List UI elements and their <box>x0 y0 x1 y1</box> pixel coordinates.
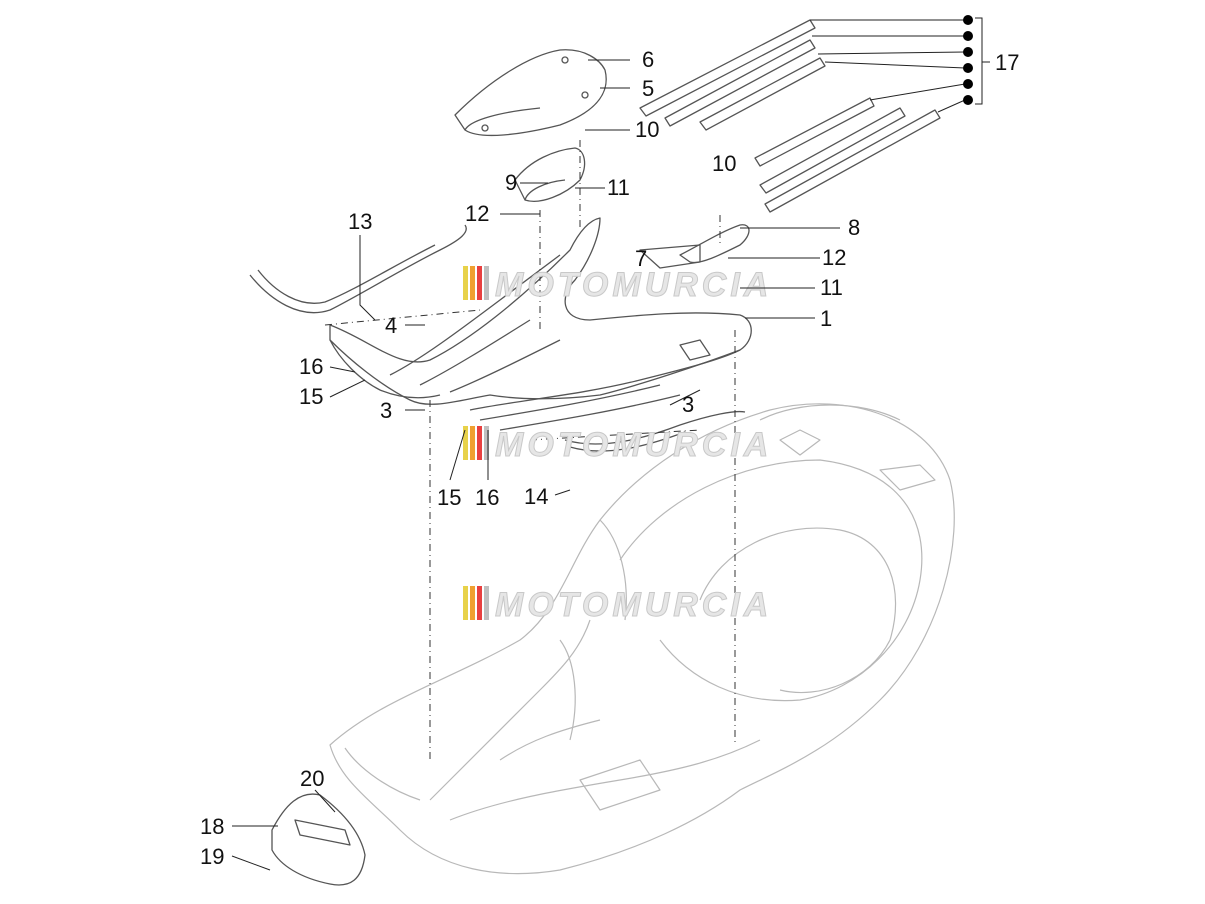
rail-markers <box>963 15 973 105</box>
label-18: 18 <box>200 814 224 839</box>
label-5: 5 <box>642 76 654 101</box>
label-3a: 3 <box>380 398 392 423</box>
label-6: 6 <box>642 47 654 72</box>
label-10b: 10 <box>712 151 736 176</box>
label-19: 19 <box>200 844 224 869</box>
label-4: 4 <box>385 313 397 338</box>
label-9: 9 <box>505 170 517 195</box>
label-11b: 11 <box>820 275 843 300</box>
watermark-text-bottom: MOTOMURCIA <box>495 586 772 624</box>
watermark-text-top: MOTOMURCIA <box>495 266 772 304</box>
watermark-text-middle: MOTOMURCIA <box>495 426 772 464</box>
watermark-top: MOTOMURCIA <box>463 266 772 305</box>
part-18-panel <box>271 793 366 886</box>
label-20: 20 <box>300 766 324 791</box>
label-15b: 15 <box>437 485 461 510</box>
label-8: 8 <box>848 215 860 240</box>
label-16b: 16 <box>475 485 499 510</box>
label-1: 1 <box>820 306 832 331</box>
part-5-cover <box>454 49 607 137</box>
part-9-tunnel <box>514 147 586 202</box>
part-13-trim <box>249 224 467 314</box>
label-17: 17 <box>995 50 1019 75</box>
label-11a: 11 <box>607 175 630 200</box>
scooter-body-outline <box>329 403 955 875</box>
label-13: 13 <box>348 209 372 234</box>
label-12a: 12 <box>465 201 489 226</box>
part-17-rails <box>639 19 941 213</box>
label-7: 7 <box>635 246 647 271</box>
part-8-bracket <box>639 224 750 269</box>
label-3b: 3 <box>682 392 694 417</box>
label-10a: 10 <box>635 117 659 142</box>
label-14: 14 <box>524 484 548 509</box>
watermark-middle: MOTOMURCIA <box>463 426 772 465</box>
part-1-footboard <box>329 217 752 431</box>
label-15a: 15 <box>299 384 323 409</box>
part-14-trim <box>564 410 746 452</box>
watermark-bottom: MOTOMURCIA <box>463 586 772 625</box>
label-12b: 12 <box>822 245 846 270</box>
assembly-lines <box>324 140 736 760</box>
leader-lines <box>231 17 990 871</box>
label-16a: 16 <box>299 354 323 379</box>
